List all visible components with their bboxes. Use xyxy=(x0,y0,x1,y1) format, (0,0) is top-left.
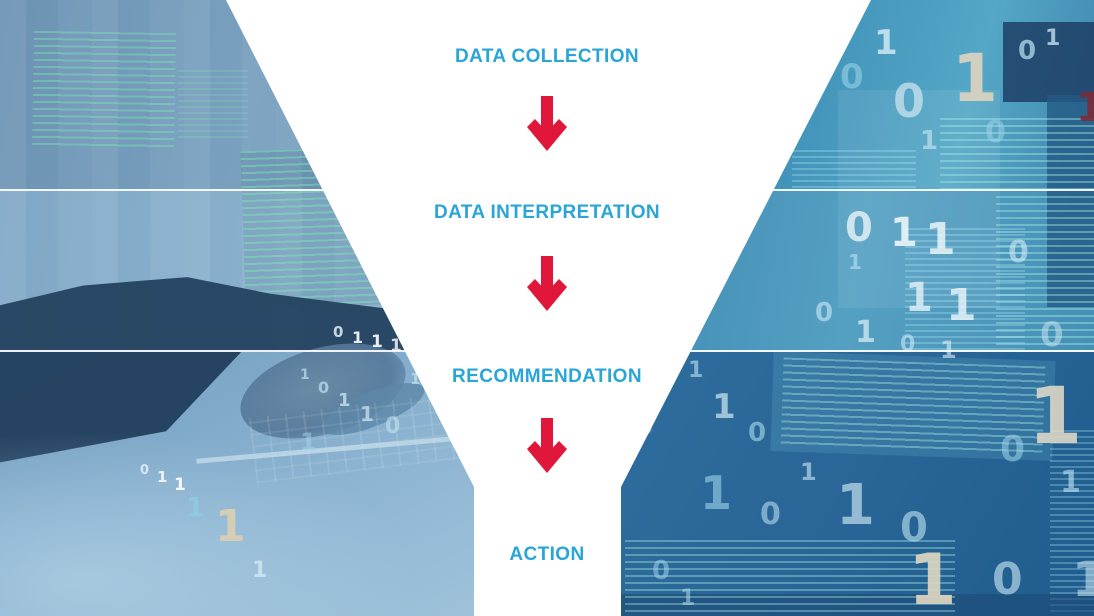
cyan-code-block-2 xyxy=(792,150,916,192)
down-arrow-icon xyxy=(524,256,570,312)
dark-screen-panel xyxy=(1003,22,1094,102)
cyan-code-block-7 xyxy=(625,540,955,616)
cyan-code-block-3 xyxy=(996,196,1094,352)
step-label-action: ACTION xyxy=(509,544,585,565)
dark-screen-panel-2 xyxy=(1047,95,1094,307)
cyan-code-block-4 xyxy=(905,228,1025,354)
cyan-code-block-6 xyxy=(1050,430,1094,616)
dark-bottom-strip xyxy=(600,594,1094,616)
step-label-data-interpretation: DATA INTERPRETATION xyxy=(433,202,661,223)
down-arrow-icon xyxy=(524,418,570,474)
step-label-recommendation: RECOMMENDATION xyxy=(452,366,642,387)
cyan-code-block-1 xyxy=(940,118,1094,192)
green-code-screen-small xyxy=(178,70,248,140)
down-arrow-icon xyxy=(524,96,570,152)
desk-light xyxy=(0,430,420,616)
light-screen-panel xyxy=(838,90,1000,308)
step-label-data-collection: DATA COLLECTION xyxy=(454,46,639,67)
